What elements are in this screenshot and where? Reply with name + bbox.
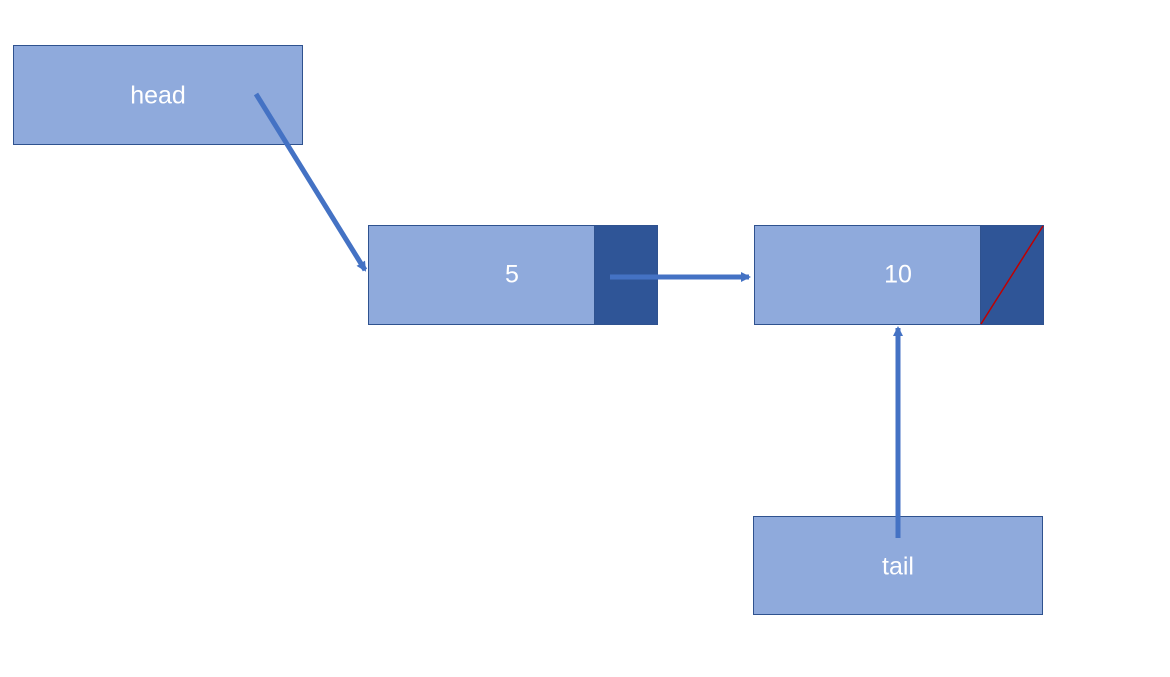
node-1-value: 5: [505, 260, 519, 289]
node-1-data-cell: [368, 225, 594, 325]
tail-pointer-box: tail: [753, 516, 1043, 615]
list-node-2: 10: [754, 225, 1044, 325]
node-2-next-pointer-cell: [980, 225, 1044, 325]
head-label: head: [130, 81, 186, 110]
node-2-value: 10: [884, 260, 912, 289]
node-1-next-pointer-cell: [594, 225, 658, 325]
tail-label: tail: [882, 552, 914, 581]
head-pointer-box: head: [13, 45, 303, 145]
list-node-1: 5: [368, 225, 658, 325]
node-2-data-cell: [754, 225, 980, 325]
